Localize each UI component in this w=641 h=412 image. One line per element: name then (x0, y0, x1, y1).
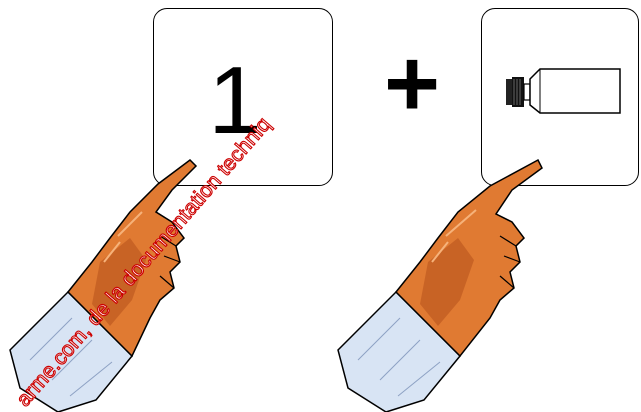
right-hand (338, 160, 542, 412)
